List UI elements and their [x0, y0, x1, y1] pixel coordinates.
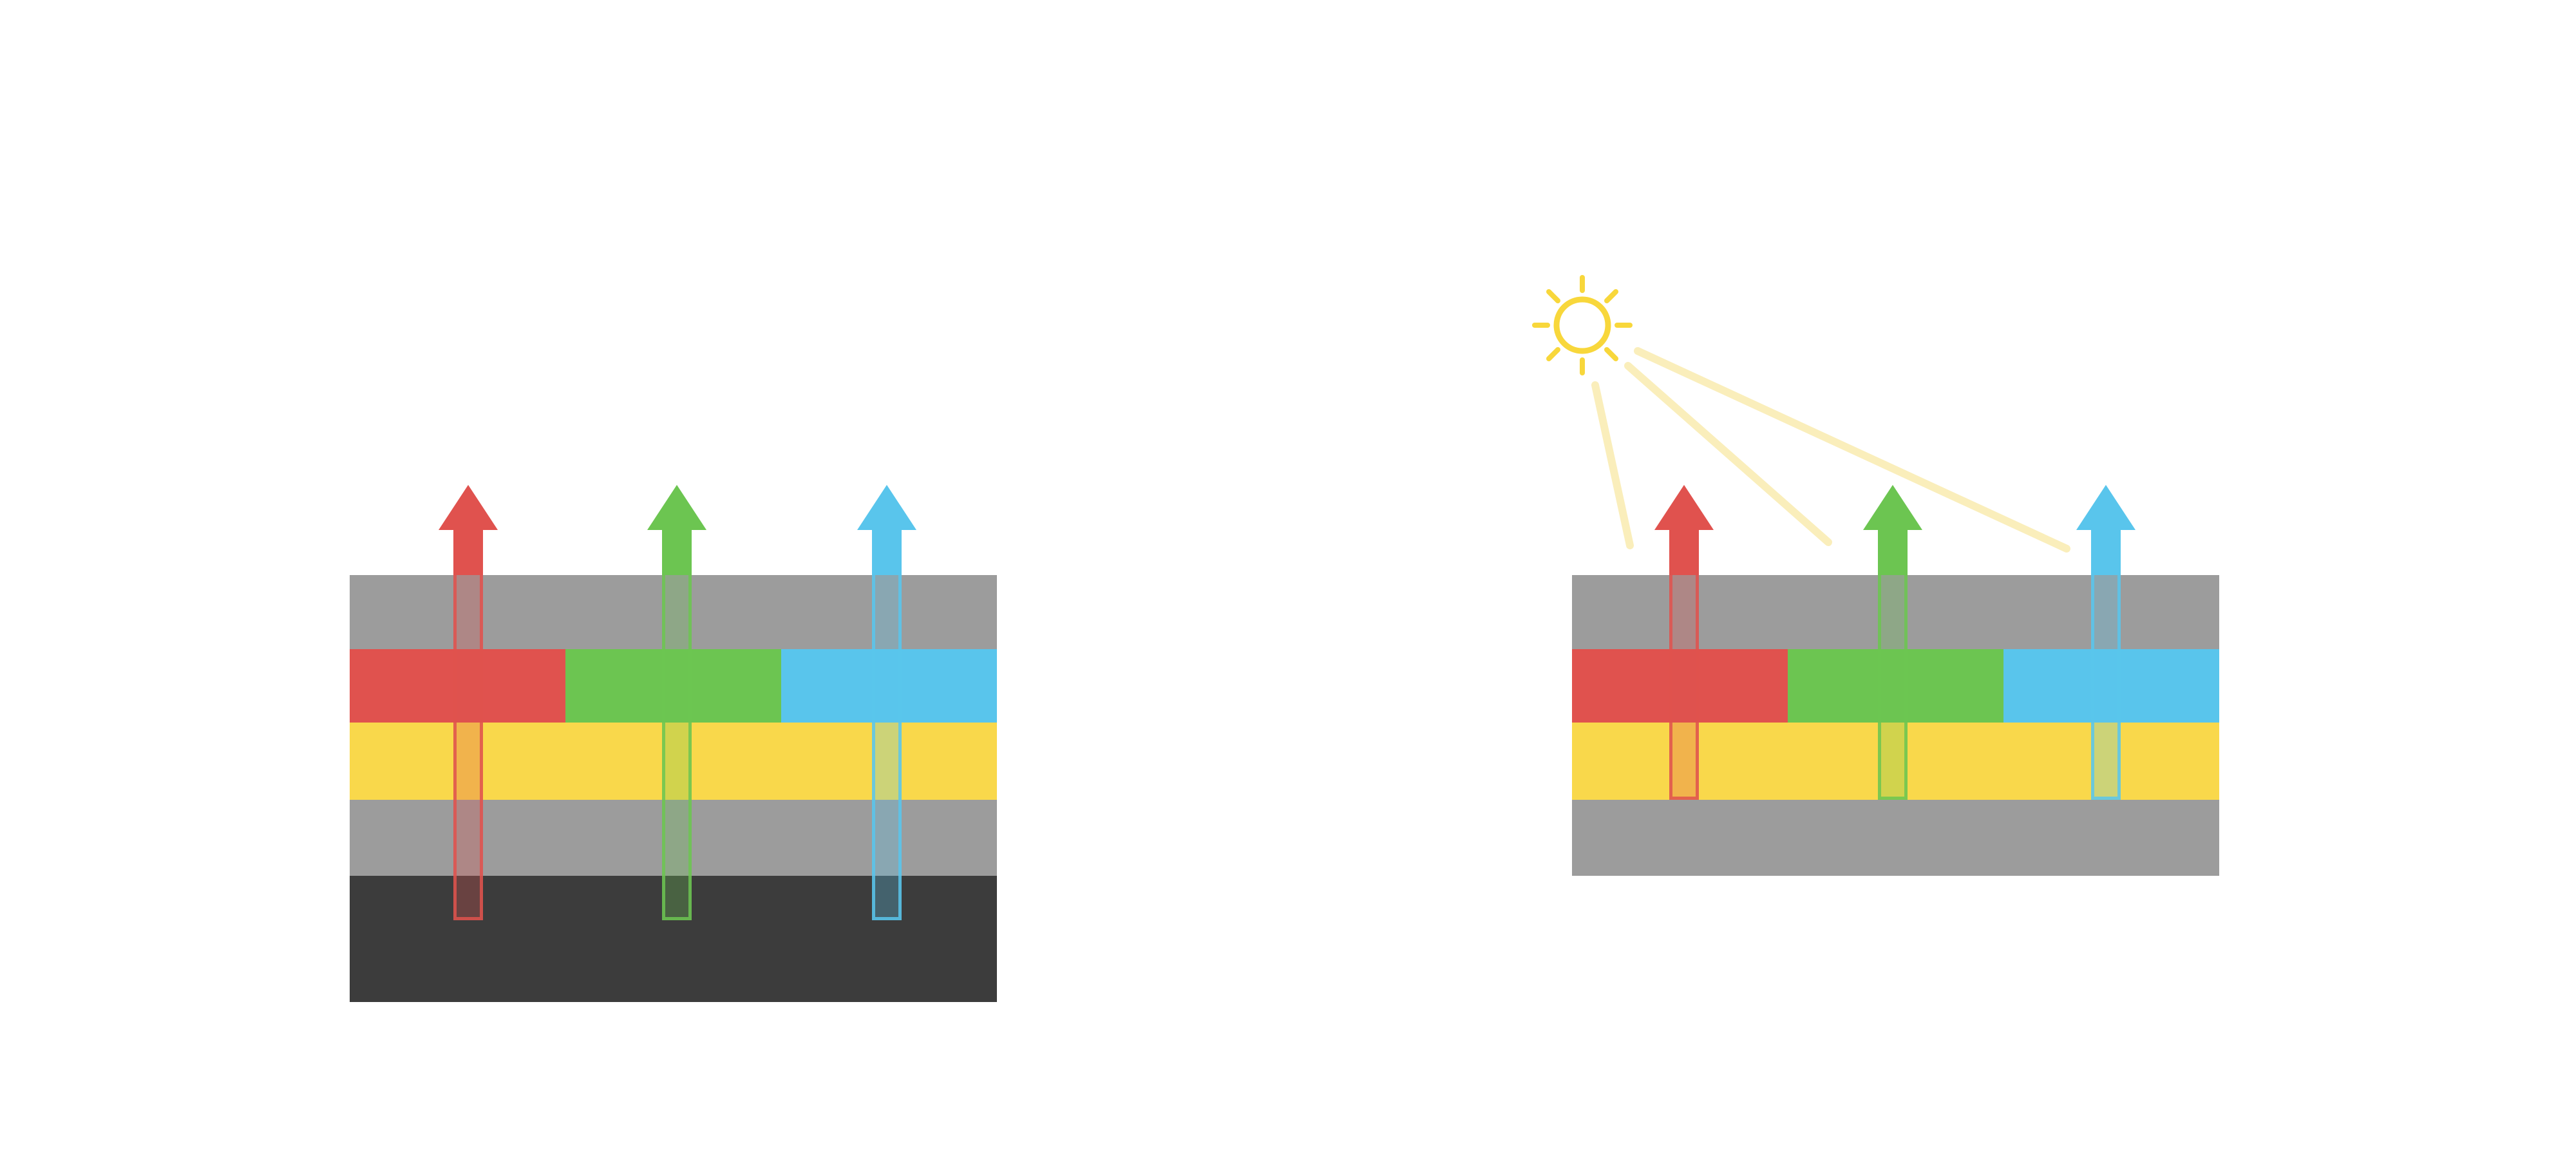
left-cyan-arrow-shaft	[872, 575, 902, 920]
sun-and-rays-graphic	[1532, 275, 2070, 553]
right-lower-gray-layer	[1572, 800, 2219, 876]
left-red-arrow-shaft	[453, 575, 483, 920]
right-green-segment	[1788, 649, 2003, 723]
right-green-arrow-neck	[1878, 529, 1908, 575]
sun-spoke	[1546, 289, 1560, 303]
sun-icon	[1553, 296, 1611, 354]
left-top-gray-layer	[350, 575, 997, 649]
right-green-arrow-shaft	[1878, 575, 1908, 800]
right-rgb-segment-layer	[1572, 649, 2219, 723]
sun-ray-to-green-arrow	[1624, 362, 1832, 546]
right-red-arrow-neck	[1669, 529, 1699, 575]
left-rgb-segment-layer	[350, 649, 997, 723]
sun-ray-to-red-arrow	[1591, 381, 1634, 549]
left-green-arrow-head	[647, 485, 706, 530]
right-cyan-arrow-neck	[2091, 529, 2121, 575]
left-green-segment	[565, 649, 781, 723]
left-red-arrow-neck	[453, 529, 483, 575]
left-green-arrow-shaft	[662, 575, 692, 920]
left-dark-base-layer	[350, 876, 997, 1002]
right-red-arrow-shaft	[1669, 575, 1699, 800]
right-cyan-arrow-shaft	[2091, 575, 2121, 800]
right-red-segment	[1572, 649, 1788, 723]
left-red-segment	[350, 649, 565, 723]
left-display-stack	[350, 575, 997, 1002]
right-cyan-segment	[2003, 649, 2219, 723]
sun-spoke	[1604, 289, 1618, 303]
sun-spoke	[1546, 347, 1560, 361]
right-yellow-layer	[1572, 723, 2219, 800]
left-red-arrow-head	[439, 485, 498, 530]
left-lower-gray-layer	[350, 800, 997, 876]
right-display-stack	[1572, 575, 2219, 876]
left-cyan-segment	[781, 649, 997, 723]
sun-spokes	[1532, 275, 1633, 375]
sun-ray-to-cyan-arrow	[1634, 347, 2070, 553]
left-yellow-layer	[350, 723, 997, 800]
left-cyan-arrow-neck	[872, 529, 902, 575]
left-green-arrow-neck	[662, 529, 692, 575]
left-cyan-arrow-head	[857, 485, 916, 530]
sun-spoke	[1604, 347, 1618, 361]
right-top-gray-layer	[1572, 575, 2219, 649]
